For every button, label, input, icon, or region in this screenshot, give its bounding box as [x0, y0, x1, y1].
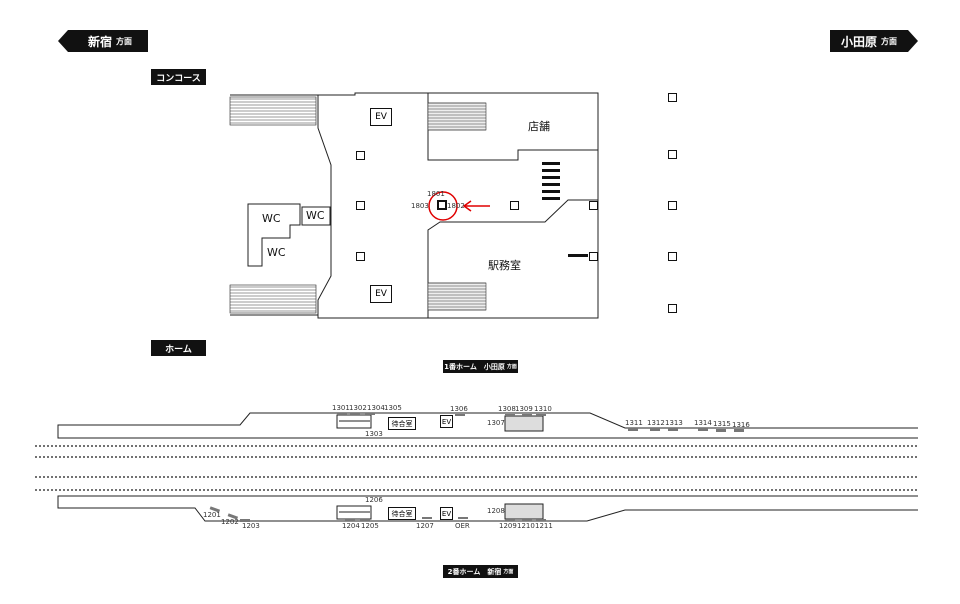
tracks	[35, 445, 918, 491]
pillar	[589, 201, 598, 210]
pillar	[668, 304, 677, 313]
locker-marker	[437, 200, 447, 210]
marker-number: 1801	[427, 190, 445, 198]
office-label: 駅務室	[488, 259, 521, 272]
pillar	[668, 93, 677, 102]
concourse-outline	[230, 92, 599, 319]
direction-name: 小田原	[840, 34, 877, 49]
highlight-circle	[428, 191, 458, 221]
elevator-top: EV	[370, 108, 392, 126]
door-number: 1314	[694, 419, 712, 427]
pillar	[668, 252, 677, 261]
door-number: 1202	[221, 518, 239, 526]
door-number: 1205	[361, 522, 379, 530]
door-number: 1207	[416, 522, 434, 530]
door-number: 1306	[450, 405, 468, 413]
door-number: OER	[455, 522, 470, 530]
door-number: 1310	[534, 405, 552, 413]
home-heading: ホーム	[151, 340, 206, 356]
door-number: 1303	[365, 430, 383, 438]
door-number: 1308	[498, 405, 516, 413]
wc-label: WC	[262, 212, 281, 225]
door-number: 1201	[203, 511, 221, 519]
elevator-platform1: EV	[440, 415, 453, 428]
door-number: 1208	[487, 507, 505, 515]
pillar	[356, 252, 365, 261]
escalator-steps	[542, 162, 588, 257]
platform-outlines	[57, 412, 918, 522]
waiting-room-1: 待合室	[388, 417, 416, 430]
door-number: 1209	[499, 522, 517, 530]
door-number: 1309	[515, 405, 533, 413]
marker-number: 1802	[447, 202, 465, 210]
platform-suffix: 方面	[506, 364, 517, 370]
door-number: 1305	[384, 404, 402, 412]
door-number: 1203	[242, 522, 260, 530]
concourse-stairs	[229, 96, 544, 519]
direction-odawara: 小田原方面	[830, 30, 908, 52]
door-number: 1307	[487, 419, 505, 427]
direction-shinjuku: 新宿方面	[72, 30, 148, 52]
elevator-platform2: EV	[440, 507, 453, 520]
wc-label: WC	[306, 209, 325, 222]
elevator-bottom: EV	[370, 285, 392, 303]
door-number: 1204	[342, 522, 360, 530]
waiting-room-2: 待合室	[388, 507, 416, 520]
door-number: 1312	[647, 419, 665, 427]
shop-label: 店舗	[528, 120, 550, 133]
direction-suffix: 方面	[881, 36, 897, 46]
direction-name: 新宿	[87, 34, 112, 49]
marker-number: 1803	[411, 202, 429, 210]
concourse-heading: コンコース	[151, 69, 206, 85]
pillar	[510, 201, 519, 210]
pillar	[668, 201, 677, 210]
door-number: 1211	[535, 522, 553, 530]
door-number: 1313	[665, 419, 683, 427]
door-number: 1206	[365, 496, 383, 504]
platform-label: 2番ホーム 新宿	[447, 567, 502, 576]
pillar	[589, 252, 598, 261]
pillar	[668, 150, 677, 159]
pillar	[356, 201, 365, 210]
platform-suffix: 方面	[503, 569, 514, 575]
platform2-heading: 2番ホーム 新宿方面	[443, 565, 518, 578]
platform-stairs	[336, 414, 544, 520]
pillar	[356, 151, 365, 160]
direction-suffix: 方面	[116, 36, 132, 46]
door-number: 1315	[713, 420, 731, 428]
platform1-heading: 1番ホーム 小田原方面	[443, 360, 518, 373]
door-number: 1304	[367, 404, 385, 412]
platform-label: 1番ホーム 小田原	[444, 362, 505, 371]
door-number: 1311	[625, 419, 643, 427]
wc-label: WC	[267, 246, 286, 259]
door-number: 1302	[349, 404, 367, 412]
door-number: 1316	[732, 421, 750, 429]
platform-door-marks	[209, 413, 744, 522]
door-number: 1210	[517, 522, 535, 530]
door-number: 1301	[332, 404, 350, 412]
